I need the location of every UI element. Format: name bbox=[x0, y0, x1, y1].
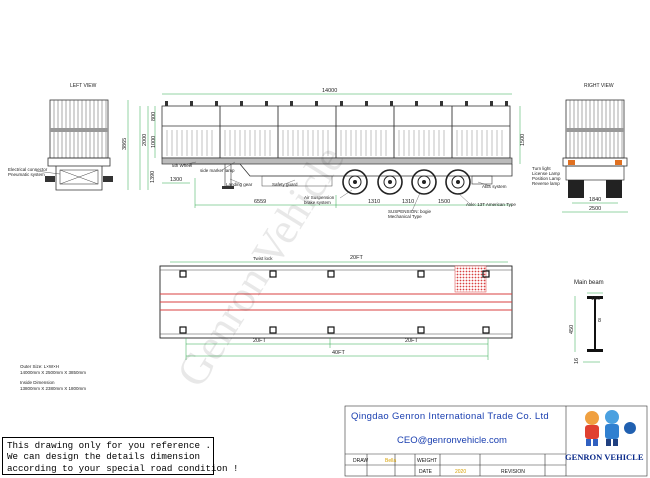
main-beam-title: Main beam bbox=[574, 280, 604, 286]
twist-lock-label: Twist lock bbox=[253, 256, 273, 261]
main-beam-section: Main beam 160 450 8 16 bbox=[569, 280, 604, 364]
dim-beam-height: 450 bbox=[569, 325, 575, 334]
wheel-group bbox=[342, 169, 471, 195]
dim-upper-panel: 800 bbox=[151, 112, 157, 121]
dim-axle-spacing-1: 1310 bbox=[368, 199, 380, 205]
dim-side-height: 2000 bbox=[142, 134, 148, 146]
position-lamp-label: Position Lamp bbox=[532, 176, 561, 181]
dim-overall-length: 14000 bbox=[322, 88, 337, 94]
left-view-title: LEFT VIEW bbox=[70, 83, 97, 89]
reference-note: This drawing only for you reference . We… bbox=[2, 437, 239, 475]
company-name: Qingdao Genron International Trade Co. L… bbox=[351, 411, 549, 422]
dim-beam-flange-t: 16 bbox=[574, 358, 580, 364]
dim-front-to-axle: 6559 bbox=[254, 199, 266, 205]
dim-20ft-right: 20FT bbox=[405, 338, 418, 344]
license-lamp-label: License Lamp bbox=[532, 171, 561, 176]
note-line-1: This drawing only for you reference . bbox=[7, 440, 211, 451]
turn-light-label: Turn light bbox=[532, 166, 551, 171]
company-email: CEO@genronvehicle.com bbox=[397, 435, 507, 446]
date-value: 2020 bbox=[455, 469, 467, 475]
genron-logo bbox=[585, 410, 636, 446]
mechanical-label: Mechanical Type bbox=[388, 214, 422, 219]
air-suspension-label: Air Suspension bbox=[304, 195, 335, 200]
revision-label: REVISION bbox=[501, 469, 525, 475]
title-block: Qingdao Genron International Trade Co. L… bbox=[341, 405, 648, 477]
dim-kingpin: 1300 bbox=[170, 177, 182, 183]
abs-label: ABS system bbox=[482, 184, 507, 189]
side-view: 14000 bbox=[139, 88, 526, 219]
weight-label: WEIGHT bbox=[417, 458, 437, 464]
dim-overall-height: 3865 bbox=[122, 138, 128, 150]
right-view-title: RIGHT VIEW bbox=[584, 83, 614, 89]
outer-size-title: Outer Size: L×W×H bbox=[20, 364, 59, 369]
date-label: DATE bbox=[419, 469, 432, 475]
dim-rear-width-outer: 2500 bbox=[589, 206, 601, 212]
reverse-lamp-label: Reverse lamp bbox=[532, 181, 560, 186]
dim-lower-panel: 1000 bbox=[151, 136, 157, 148]
draw-value: Bella bbox=[385, 458, 397, 464]
dim-40ft: 40FT bbox=[332, 350, 345, 356]
brake-system-label: brake system bbox=[304, 200, 331, 205]
inside-title: Inside Dimension bbox=[20, 380, 55, 385]
dim-axle-spacing-2: 1310 bbox=[402, 199, 414, 205]
dim-20ft-top: 20FT bbox=[350, 255, 363, 261]
electrical-label: Electrical connector bbox=[8, 167, 48, 172]
right-view: RIGHT VIEW Turn light License Lamp Posit… bbox=[532, 83, 628, 213]
dim-deck-height: 1390 bbox=[150, 171, 156, 183]
pneumatic-label: Pneumatic system bbox=[8, 172, 45, 177]
brand-name: GENRON VEHICLE bbox=[565, 452, 644, 462]
suspension-label: SUSPENSION: bogie bbox=[388, 209, 432, 214]
note-line-2: We can design the details dimension bbox=[7, 451, 200, 463]
size-notes: Outer Size: L×W×H 14000mm X 2500mm X 385… bbox=[20, 364, 86, 391]
five-wheel-label: 5th Wheel bbox=[172, 163, 192, 168]
dim-beam-flange: 160 bbox=[591, 296, 600, 302]
inside-value: 13800mm X 2380mm X 1800mm bbox=[20, 386, 86, 391]
dim-rear-width-inner: 1840 bbox=[589, 197, 601, 203]
left-view: LEFT VIEW Electrical connector Pneumatic… bbox=[8, 83, 129, 191]
dim-beam-web: 8 bbox=[598, 318, 601, 324]
draw-label: DRAW bbox=[353, 458, 369, 464]
safety-guard-label: Safety guard bbox=[272, 182, 298, 187]
dim-20ft-left: 20FT bbox=[253, 338, 266, 344]
title-block-grid bbox=[344, 405, 648, 477]
axle-label: Axle: 13T American Type bbox=[466, 202, 516, 207]
plan-view: Twist lock 20FT 20FT 20FT 40FT bbox=[159, 255, 513, 360]
side-marker-label: side marker lamp bbox=[200, 168, 235, 173]
dim-side-1500: 1500 bbox=[520, 134, 526, 146]
note-line-3: according to your special road condition… bbox=[7, 462, 239, 474]
dim-rear-overhang: 1500 bbox=[438, 199, 450, 205]
outer-size-value: 14000mm X 2500mm X 3850mm bbox=[20, 370, 86, 375]
landing-gear-label: Landing gear bbox=[226, 182, 253, 187]
